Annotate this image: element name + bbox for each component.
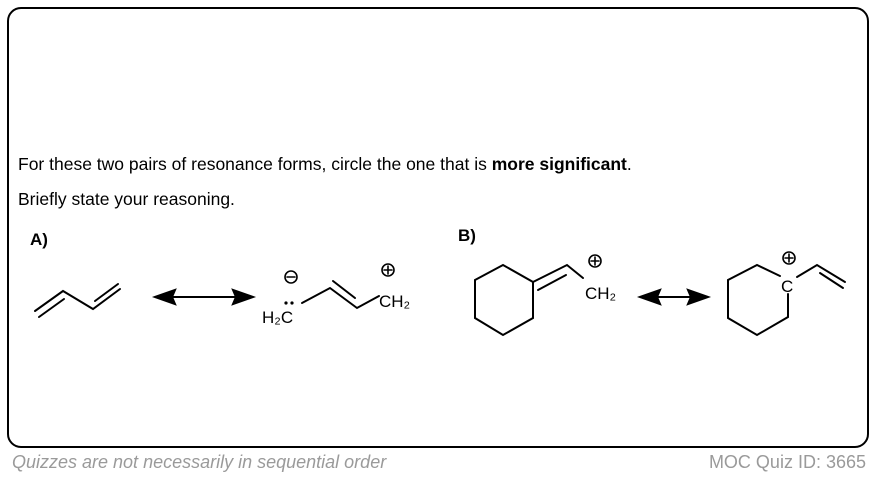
resonance-arrow-a xyxy=(151,288,257,306)
butadiene xyxy=(34,283,121,318)
part-a-label: A) xyxy=(30,230,48,249)
positive-charge-icon xyxy=(588,254,602,268)
question-line-1: For these two pairs of resonance forms, … xyxy=(18,154,632,175)
resonance-arrow-b xyxy=(636,288,712,306)
h2c-group: H₂C xyxy=(262,308,293,327)
part-b-label: B) xyxy=(458,226,476,245)
question-emphasis: more significant xyxy=(491,154,627,174)
question-text: For these two pairs of resonance forms, … xyxy=(18,154,492,174)
ch2-group: CH₂ xyxy=(379,292,410,311)
positive-charge-icon xyxy=(782,251,796,265)
question-punct: . xyxy=(626,154,632,174)
charged-butadiene: H₂C CH₂ xyxy=(262,263,410,327)
positive-charge-icon xyxy=(381,263,395,277)
allylic-cation-ring: C xyxy=(727,251,846,337)
footer-note: Quizzes are not necessarily in sequentia… xyxy=(12,452,387,472)
question-line-2: Briefly state your reasoning. xyxy=(18,189,235,209)
quiz-id: MOC Quiz ID: 3665 xyxy=(708,452,866,472)
question-card xyxy=(7,7,869,448)
carbocation-atom: C xyxy=(781,277,793,296)
ch2-group-b: CH₂ xyxy=(585,284,616,303)
allylic-cation-exocyclic: CH₂ xyxy=(474,254,616,337)
negative-charge-icon xyxy=(284,270,298,284)
